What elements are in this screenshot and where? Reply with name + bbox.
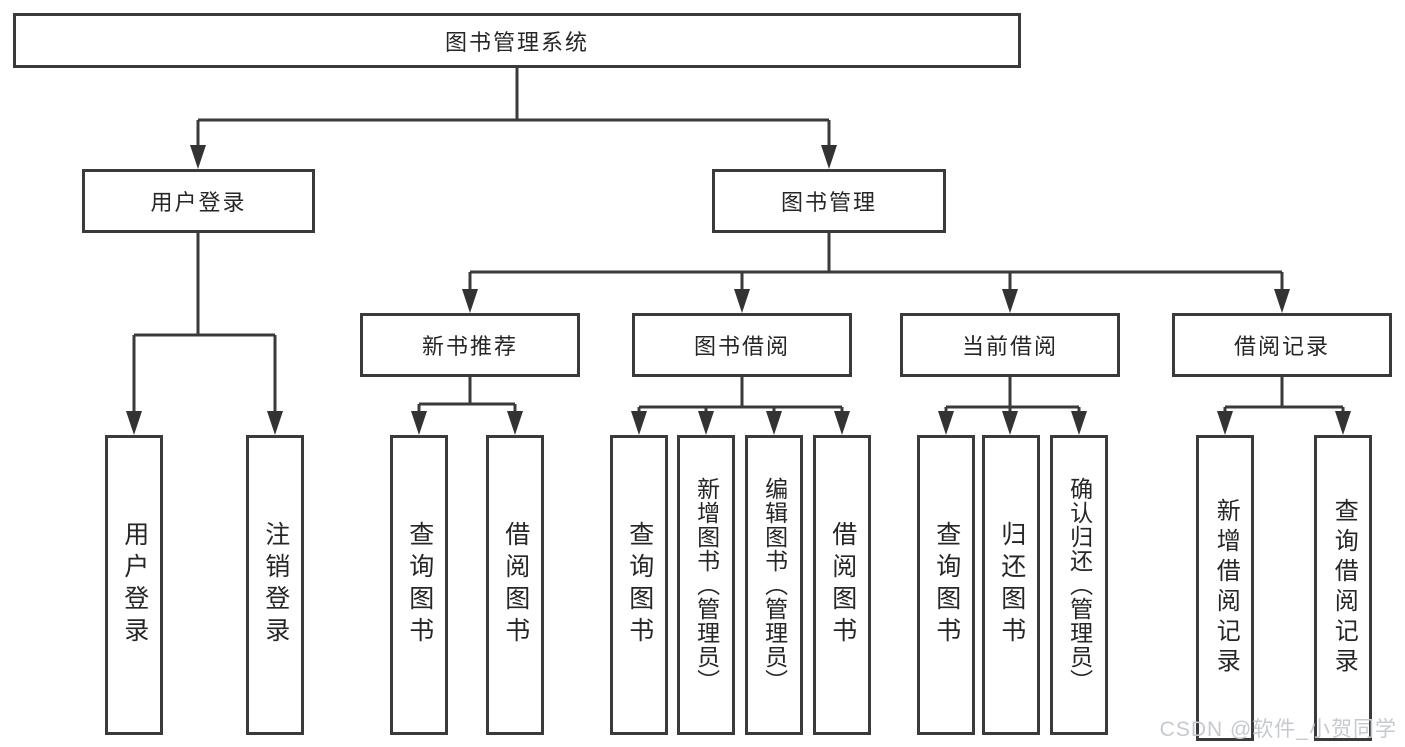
- leaf-newbooks-query: 查询图书: [390, 435, 448, 735]
- node-current-borrow: 当前借阅: [900, 313, 1120, 377]
- leaf-user-login: 用户登录: [105, 435, 163, 735]
- leaf-borrow-edit-admin-label: 编辑图书（管理员）: [761, 477, 788, 693]
- leaf-logout: 注销登录: [246, 435, 304, 735]
- leaf-records-query: 查询借阅记录: [1314, 435, 1372, 741]
- leaf-borrow-edit-admin: 编辑图书（管理员）: [745, 435, 803, 735]
- leaf-borrow-add-admin: 新增图书（管理员）: [677, 435, 735, 735]
- leaf-borrow-book-label: 借阅图书: [828, 521, 857, 649]
- node-current-borrow-label: 当前借阅: [961, 334, 1058, 359]
- node-book-management: 图书管理: [712, 169, 946, 233]
- leaf-current-return-label: 归还图书: [997, 521, 1026, 649]
- node-user-login-label: 用户登录: [150, 190, 247, 215]
- leaf-records-add: 新增借阅记录: [1196, 435, 1254, 741]
- leaf-newbooks-borrow-label: 借阅图书: [501, 521, 530, 649]
- node-root-system-label: 图书管理系统: [444, 29, 589, 55]
- leaf-current-query-label: 查询图书: [932, 521, 961, 649]
- node-borrow-records-label: 借阅记录: [1233, 334, 1330, 359]
- csdn-watermark: CSDN @软件_小贺同学: [1159, 718, 1397, 741]
- leaf-current-confirm-admin-label: 确认归还（管理员）: [1066, 477, 1093, 693]
- arrow-down-icons: [126, 145, 1351, 435]
- node-user-login: 用户登录: [82, 169, 315, 233]
- leaf-borrow-add-admin-label: 新增图书（管理员）: [693, 477, 720, 693]
- node-borrow-records: 借阅记录: [1172, 313, 1392, 377]
- leaf-user-login-label: 用户登录: [120, 521, 149, 649]
- leaf-records-query-label: 查询借阅记录: [1330, 498, 1358, 678]
- leaf-current-confirm-admin: 确认归还（管理员）: [1050, 435, 1108, 735]
- leaf-records-add-label: 新增借阅记录: [1212, 498, 1240, 678]
- node-new-book-recommend: 新书推荐: [360, 313, 580, 377]
- leaf-current-query: 查询图书: [917, 435, 975, 735]
- leaf-current-return: 归还图书: [982, 435, 1040, 735]
- leaf-newbooks-borrow: 借阅图书: [486, 435, 544, 735]
- node-root-system: 图书管理系统: [13, 13, 1021, 68]
- node-new-book-recommend-label: 新书推荐: [421, 334, 518, 359]
- leaf-newbooks-query-label: 查询图书: [405, 521, 434, 649]
- leaf-logout-label: 注销登录: [261, 521, 290, 649]
- leaf-borrow-query: 查询图书: [610, 435, 668, 735]
- node-book-management-label: 图书管理: [780, 190, 877, 215]
- node-book-borrow: 图书借阅: [632, 313, 852, 377]
- node-book-borrow-label: 图书借阅: [693, 334, 790, 359]
- leaf-borrow-query-label: 查询图书: [625, 521, 654, 649]
- leaf-borrow-book: 借阅图书: [813, 435, 871, 735]
